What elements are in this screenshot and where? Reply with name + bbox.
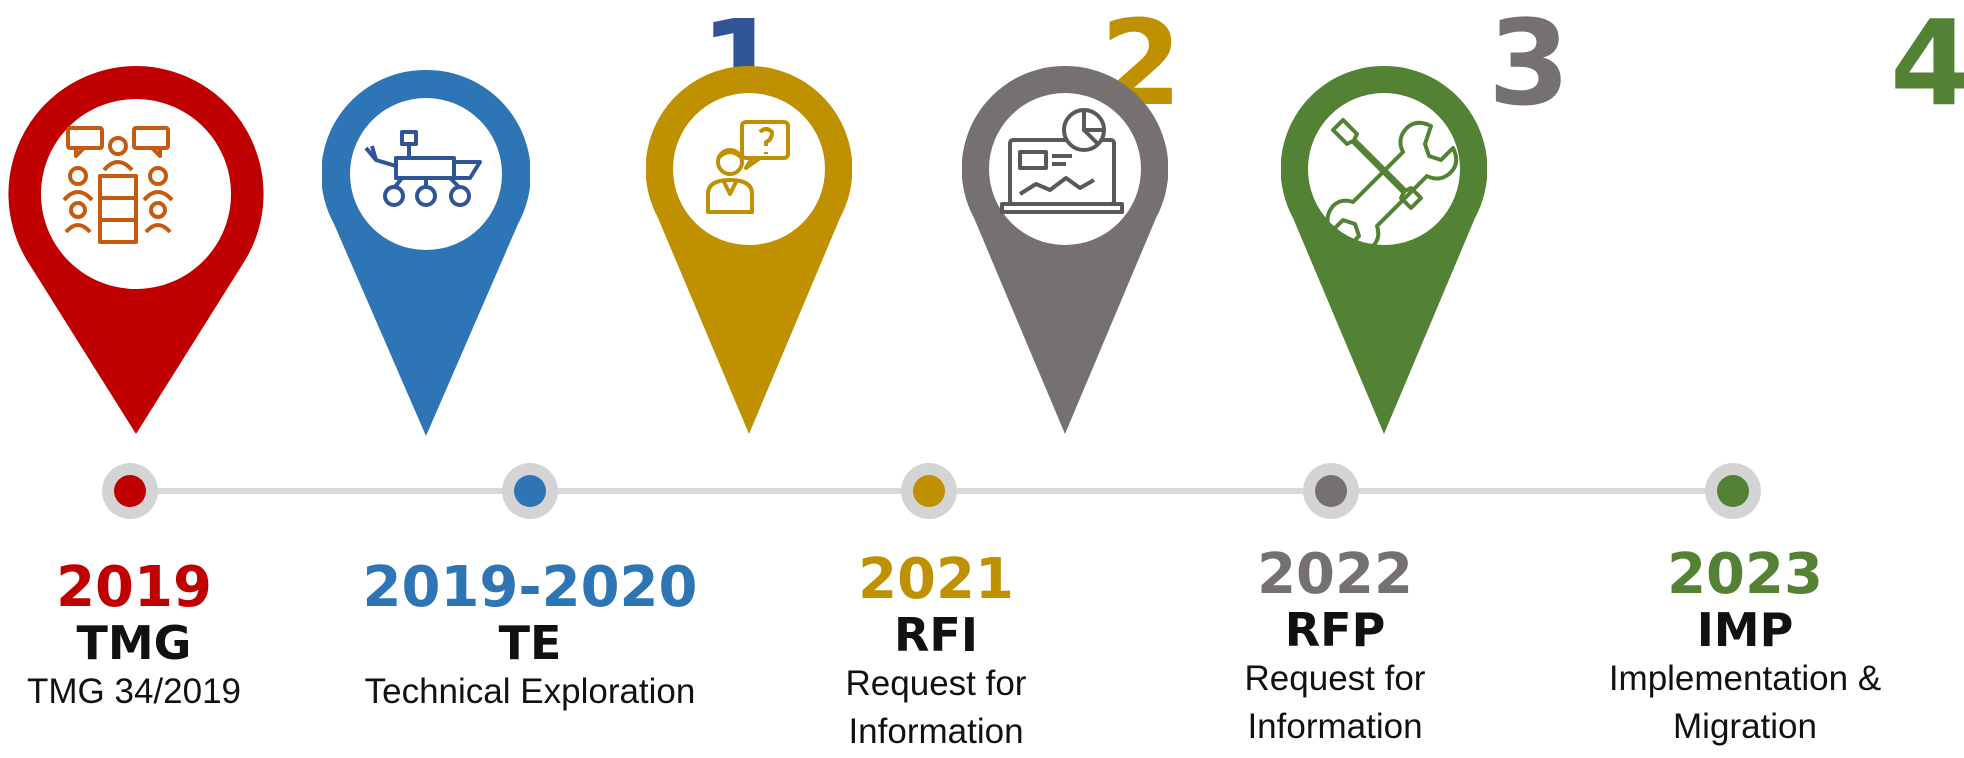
milestone-label-2021: 2021 RFI Request for Information <box>726 550 1146 756</box>
person-question-icon <box>706 120 790 214</box>
milestone-year: 2019-2020 <box>362 555 698 620</box>
milestone-description: Technical Exploration <box>364 672 696 711</box>
step-number-4: 4 <box>1890 0 1964 132</box>
timeline-dot-2021 <box>901 463 957 519</box>
milestone-year: 2023 <box>1667 542 1823 607</box>
timeline-dot-2022 <box>1303 463 1359 519</box>
timeline-dot-2019 <box>102 463 158 519</box>
milestone-code: TMG <box>76 616 192 670</box>
milestone-code: RFP <box>1284 603 1386 657</box>
milestone-code: IMP <box>1696 603 1794 657</box>
milestone-description-line-2: Information <box>1247 707 1423 746</box>
milestone-description: TMG 34/2019 <box>27 672 241 711</box>
milestone-year: 2022 <box>1257 542 1413 607</box>
map-pin-2019-2020 <box>322 70 530 436</box>
map-pin-2023 <box>1281 66 1487 434</box>
rover-icon <box>364 130 482 207</box>
milestone-label-2023: 2023 IMP Implementation & Migration <box>1535 545 1955 751</box>
milestone-label-2022: 2022 RFP Request for Information <box>1125 545 1545 751</box>
timeline-dot-2023 <box>1705 463 1761 519</box>
milestone-year: 2019 <box>56 555 212 620</box>
timeline-dot-2019-2020 <box>502 463 558 519</box>
milestone-description-line-1: Implementation & <box>1608 659 1882 698</box>
milestone-label-2019-2020: 2019-2020 TE Technical Exploration <box>315 558 745 716</box>
map-pin-2022 <box>962 66 1168 434</box>
step-number-3: 3 <box>1488 0 1571 132</box>
milestone-code: RFI <box>894 608 978 662</box>
milestone-label-2019: 2019 TMG TMG 34/2019 <box>0 558 344 716</box>
map-pin-2021 <box>646 66 852 434</box>
milestone-description-line-1: Request for <box>1244 659 1426 698</box>
map-pin-2019 <box>8 66 264 434</box>
milestone-description-line-1: Request for <box>845 664 1027 703</box>
team-discussion-icon <box>62 126 174 244</box>
milestone-description-line-2: Migration <box>1673 707 1817 746</box>
wrench-screwdriver-icon <box>1325 118 1459 254</box>
milestone-code: TE <box>498 616 562 670</box>
milestone-description-line-2: Information <box>848 712 1024 751</box>
milestone-year: 2021 <box>858 547 1014 612</box>
laptop-analytics-icon <box>1000 108 1124 214</box>
